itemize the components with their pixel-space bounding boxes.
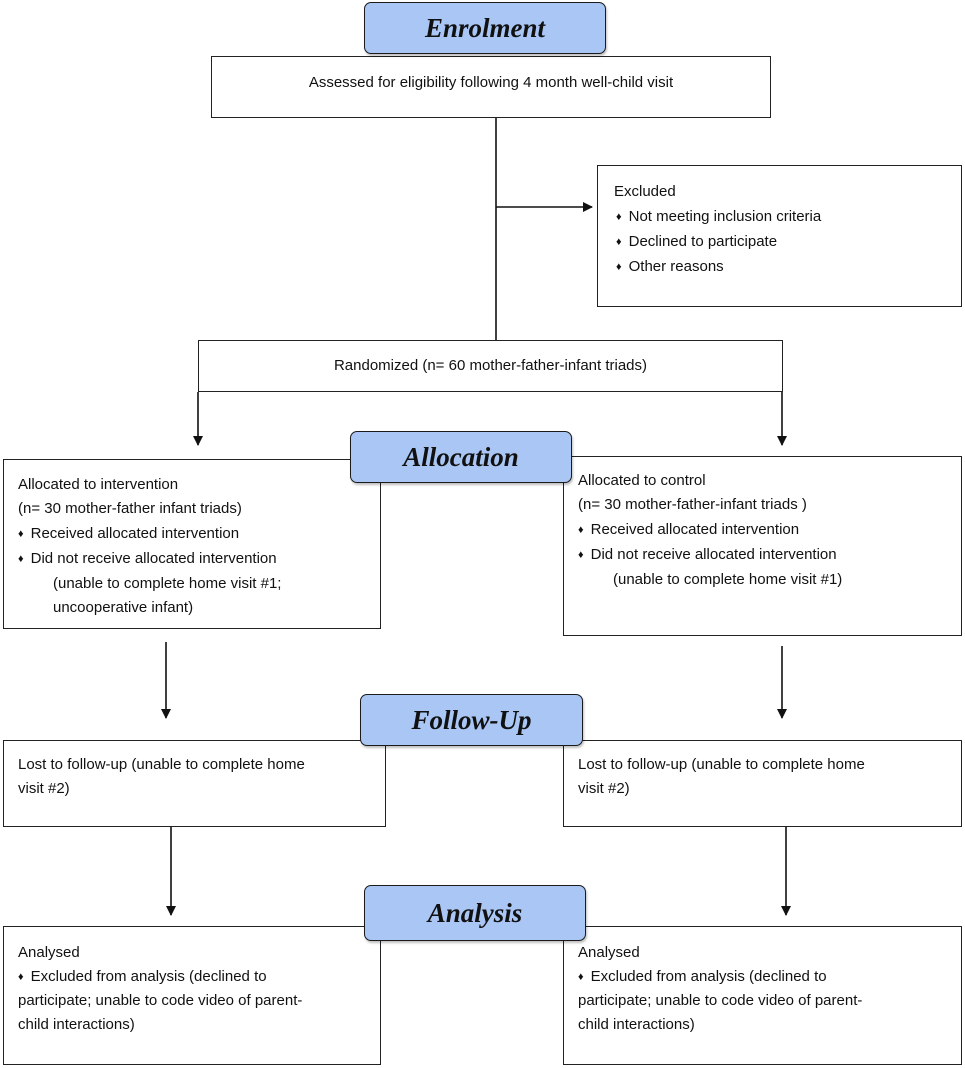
stage-follow-up: Follow-Up xyxy=(360,694,583,746)
analysis-control-text: child interactions) xyxy=(578,1016,695,1033)
followup-intervention-text: visit #2) xyxy=(18,780,70,797)
randomized-text: Randomized (n= 60 mother-father-infant t… xyxy=(333,357,648,374)
followup-intervention-text: Lost to follow-up (unable to complete ho… xyxy=(18,756,305,773)
analysis-intervention-text: participate; unable to code video of par… xyxy=(18,992,303,1009)
excluded-item: ♦Not meeting inclusion criteria xyxy=(616,208,822,225)
allocation-intervention-note: (unable to complete home visit #1; xyxy=(53,575,282,592)
allocation-intervention-box: Allocated to intervention (n= 30 mother-… xyxy=(3,459,381,629)
allocation-control-title: Allocated to control xyxy=(578,472,706,489)
analysis-intervention-title: Analysed xyxy=(18,944,80,961)
allocation-intervention-note: uncooperative infant) xyxy=(53,599,194,616)
excluded-item: ♦Other reasons xyxy=(616,258,724,275)
allocation-control-item: ♦Received allocated intervention xyxy=(578,521,800,538)
excluded-title: Excluded xyxy=(614,183,676,200)
analysis-control-item: ♦Excluded from analysis (declined to xyxy=(578,968,827,985)
analysis-intervention-item: ♦Excluded from analysis (declined to xyxy=(18,968,267,985)
analysis-control-title: Analysed xyxy=(578,944,640,961)
allocation-control-count: (n= 30 mother-father-infant triads ) xyxy=(578,496,807,513)
followup-intervention-box: Lost to follow-up (unable to complete ho… xyxy=(3,740,386,827)
followup-control-box: Lost to follow-up (unable to complete ho… xyxy=(563,740,962,827)
followup-control-text: visit #2) xyxy=(578,780,630,797)
stage-allocation: Allocation xyxy=(350,431,572,483)
allocation-control-note: (unable to complete home visit #1) xyxy=(613,571,843,588)
allocation-intervention-item: ♦Did not receive allocated intervention xyxy=(18,550,277,567)
randomized-box: Randomized (n= 60 mother-father-infant t… xyxy=(198,340,783,392)
stage-analysis: Analysis xyxy=(364,885,586,941)
analysis-control-box: Analysed ♦Excluded from analysis (declin… xyxy=(563,926,962,1065)
analysis-intervention-text: child interactions) xyxy=(18,1016,135,1033)
allocation-intervention-count: (n= 30 mother-father infant triads) xyxy=(18,500,242,517)
followup-control-text: Lost to follow-up (unable to complete ho… xyxy=(578,756,865,773)
allocation-control-box: Allocated to control (n= 30 mother-fathe… xyxy=(563,456,962,636)
excluded-box: Excluded ♦Not meeting inclusion criteria… xyxy=(597,165,962,307)
allocation-control-item: ♦Did not receive allocated intervention xyxy=(578,546,837,563)
allocation-intervention-title: Allocated to intervention xyxy=(18,476,179,493)
assessed-text: Assessed for eligibility following 4 mon… xyxy=(308,74,674,91)
assessed-box: Assessed for eligibility following 4 mon… xyxy=(211,56,771,118)
analysis-control-text: participate; unable to code video of par… xyxy=(578,992,863,1009)
stage-enrolment: Enrolment xyxy=(364,2,606,54)
analysis-intervention-box: Analysed ♦Excluded from analysis (declin… xyxy=(3,926,381,1065)
allocation-intervention-item: ♦Received allocated intervention xyxy=(18,525,240,542)
excluded-item: ♦Declined to participate xyxy=(616,233,778,250)
